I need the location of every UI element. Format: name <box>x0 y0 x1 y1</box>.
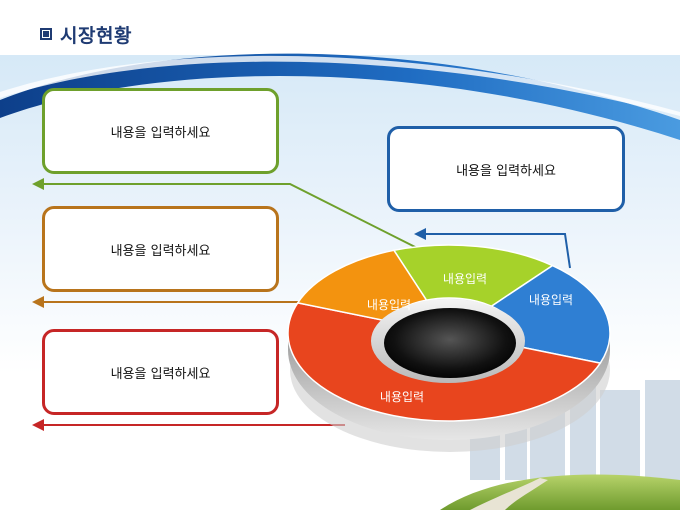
blue-swoosh <box>0 53 680 140</box>
segment-label-orange: 내용입력 <box>367 298 411 312</box>
text-box-red[interactable]: 내용을 입력하세요 <box>42 329 279 415</box>
text-box-green[interactable]: 내용을 입력하세요 <box>42 88 279 174</box>
segment-label-green: 내용입력 <box>443 272 487 286</box>
text-box-red-label: 내용을 입력하세요 <box>110 366 211 382</box>
text-box-orange[interactable]: 내용을 입력하세요 <box>42 206 279 292</box>
donut-segment-green <box>392 244 555 308</box>
orange-arrowhead <box>32 296 44 308</box>
text-box-orange-label: 내용을 입력하세요 <box>110 243 211 259</box>
segment-label-red: 내용입력 <box>380 390 424 404</box>
green-connector-arrow <box>40 183 438 259</box>
title-text: 시장현황 <box>60 24 132 47</box>
blue-arrowhead <box>414 228 426 240</box>
page-title: 시장현황 <box>40 20 132 48</box>
text-box-blue[interactable]: 내용을 입력하세요 <box>387 126 625 212</box>
text-box-green-label: 내용을 입력하세요 <box>110 125 211 141</box>
square-bullet-icon <box>40 28 52 40</box>
white-swoosh <box>0 55 680 116</box>
blue-connector-arrow <box>420 233 571 269</box>
donut-hole <box>384 308 516 378</box>
segment-label-blue: 내용입력 <box>529 293 573 307</box>
path-road <box>470 478 548 510</box>
text-box-blue-label: 내용을 입력하세요 <box>456 163 556 179</box>
donut-side-rim <box>288 332 610 440</box>
red-arrowhead <box>32 419 44 431</box>
green-arrowhead <box>32 178 44 190</box>
